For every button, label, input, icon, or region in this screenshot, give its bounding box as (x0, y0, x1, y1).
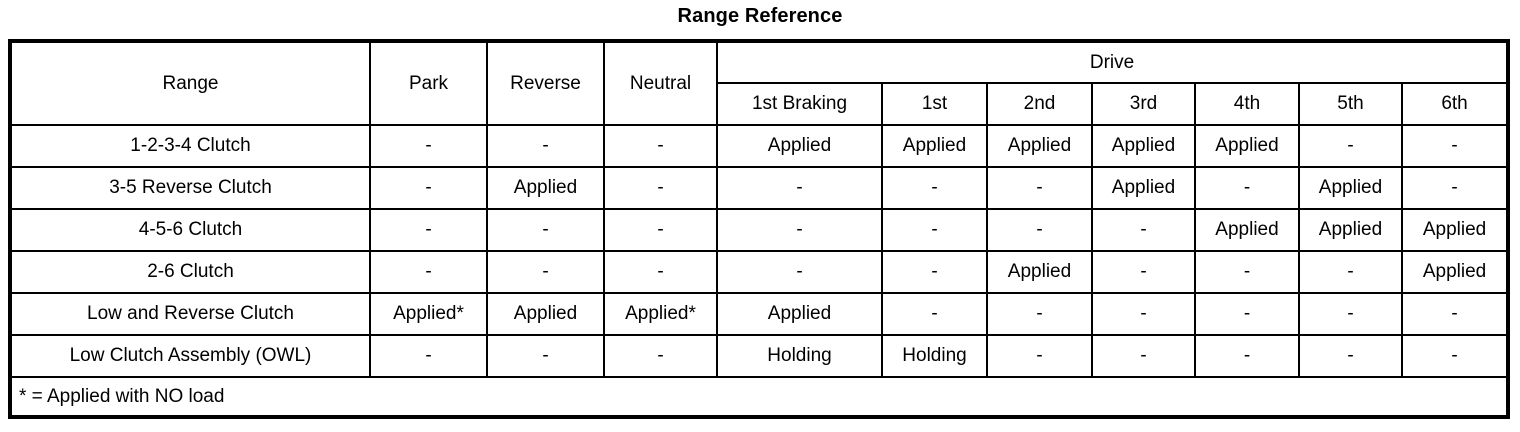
row-label: 3-5 Reverse Clutch (9, 166, 371, 210)
cell-1st: Applied (881, 124, 988, 168)
cell-6th: - (1400, 292, 1510, 336)
cell-3rd: - (1091, 208, 1196, 252)
cell-1st: - (881, 166, 988, 210)
cell-5th: - (1298, 334, 1403, 378)
column-header-park: Park (369, 40, 488, 126)
cell-3rd: - (1091, 292, 1196, 336)
cell-3rd: Applied (1091, 124, 1196, 168)
column-header-4th: 4th (1194, 82, 1300, 126)
cell-3rd: - (1091, 334, 1196, 378)
cell-4th: - (1194, 166, 1300, 210)
table-row: 1-2-3-4 Clutch - - - Applied Applied App… (9, 124, 1510, 168)
row-label: 1-2-3-4 Clutch (9, 124, 371, 168)
cell-1st-braking: - (716, 250, 883, 294)
cell-2nd: - (986, 208, 1093, 252)
cell-2nd: Applied (986, 124, 1093, 168)
column-header-reverse: Reverse (486, 40, 605, 126)
row-label: Low and Reverse Clutch (9, 292, 371, 336)
header-row-bottom: 1st Braking 1st 2nd 3rd 4th 5th 6th (10, 82, 1510, 126)
cell-park: - (369, 334, 488, 378)
cell-1st-braking: - (716, 208, 883, 252)
column-header-3rd: 3rd (1091, 82, 1196, 126)
cell-neutral: Applied* (603, 292, 718, 336)
cell-6th: Applied (1400, 250, 1510, 294)
cell-neutral: - (603, 166, 718, 210)
table-header: Range Park Reverse Neutral Drive 1st Bra… (9, 40, 1510, 126)
cell-1st-braking: Applied (716, 292, 883, 336)
cell-1st-braking: - (716, 166, 883, 210)
cell-3rd: - (1091, 250, 1196, 294)
row-label: Low Clutch Assembly (OWL) (9, 334, 371, 378)
cell-2nd: Applied (986, 250, 1093, 294)
table-row: 4-5-6 Clutch - - - - - - - Applied Appli… (9, 208, 1510, 252)
cell-1st: Holding (881, 334, 988, 378)
cell-1st: - (881, 292, 988, 336)
cell-5th: - (1298, 124, 1403, 168)
cell-1st-braking: Holding (716, 334, 883, 378)
table-body: 1-2-3-4 Clutch - - - Applied Applied App… (9, 124, 1510, 417)
cell-park: Applied* (369, 292, 488, 336)
row-label: 2-6 Clutch (9, 250, 371, 294)
cell-neutral: - (603, 250, 718, 294)
cell-6th: Applied (1400, 208, 1510, 252)
cell-reverse: - (486, 250, 605, 294)
table-row: Low Clutch Assembly (OWL) - - - Holding … (9, 334, 1510, 378)
cell-2nd: - (986, 166, 1093, 210)
range-reference-table-wrapper: Range Park Reverse Neutral Drive 1st Bra… (8, 39, 1511, 419)
header-row-top: Range Park Reverse Neutral Drive (9, 40, 1510, 126)
cell-6th: - (1400, 334, 1510, 378)
cell-neutral: - (603, 208, 718, 252)
range-reference-table: Range Park Reverse Neutral Drive 1st Bra… (8, 39, 1511, 419)
cell-reverse: - (486, 334, 605, 378)
cell-4th: - (1194, 292, 1300, 336)
cell-5th: Applied (1298, 166, 1403, 210)
column-header-1st: 1st (881, 82, 988, 126)
column-header-1st-braking: 1st Braking (716, 82, 883, 126)
column-group-header-drive: Drive (715, 40, 1510, 84)
cell-reverse: Applied (486, 292, 605, 336)
column-header-5th: 5th (1298, 82, 1403, 126)
cell-park: - (369, 250, 488, 294)
cell-6th: - (1400, 124, 1510, 168)
column-header-2nd: 2nd (986, 82, 1093, 126)
cell-6th: - (1400, 166, 1510, 210)
cell-reverse: - (486, 124, 605, 168)
row-label: 4-5-6 Clutch (9, 208, 371, 252)
cell-4th: - (1194, 334, 1300, 378)
cell-5th: - (1298, 292, 1403, 336)
cell-reverse: - (486, 208, 605, 252)
cell-5th: Applied (1298, 208, 1403, 252)
cell-neutral: - (603, 124, 718, 168)
column-header-range: Range (9, 40, 371, 126)
cell-park: - (369, 166, 488, 210)
table-row: Low and Reverse Clutch Applied* Applied … (9, 292, 1510, 336)
cell-4th: Applied (1194, 124, 1300, 168)
page-title: Range Reference (677, 5, 843, 27)
cell-park: - (369, 208, 488, 252)
cell-5th: - (1298, 250, 1403, 294)
cell-4th: Applied (1194, 208, 1300, 252)
column-header-neutral: Neutral (603, 40, 718, 126)
cell-1st: - (881, 208, 988, 252)
cell-4th: - (1194, 250, 1300, 294)
cell-3rd: Applied (1091, 166, 1196, 210)
cell-1st-braking: Applied (716, 124, 883, 168)
cell-reverse: Applied (486, 166, 605, 210)
table-row: 2-6 Clutch - - - - - Applied - - - Appli… (9, 250, 1510, 294)
cell-park: - (369, 124, 488, 168)
cell-2nd: - (986, 334, 1093, 378)
table-row: 3-5 Reverse Clutch - Applied - - - - App… (9, 166, 1510, 210)
footnote-text: * = Applied with NO load (10, 376, 1509, 417)
cell-2nd: - (986, 292, 1093, 336)
cell-1st: - (881, 250, 988, 294)
column-header-6th: 6th (1400, 82, 1510, 126)
footnote-row: * = Applied with NO load (10, 376, 1509, 417)
cell-neutral: - (603, 334, 718, 378)
